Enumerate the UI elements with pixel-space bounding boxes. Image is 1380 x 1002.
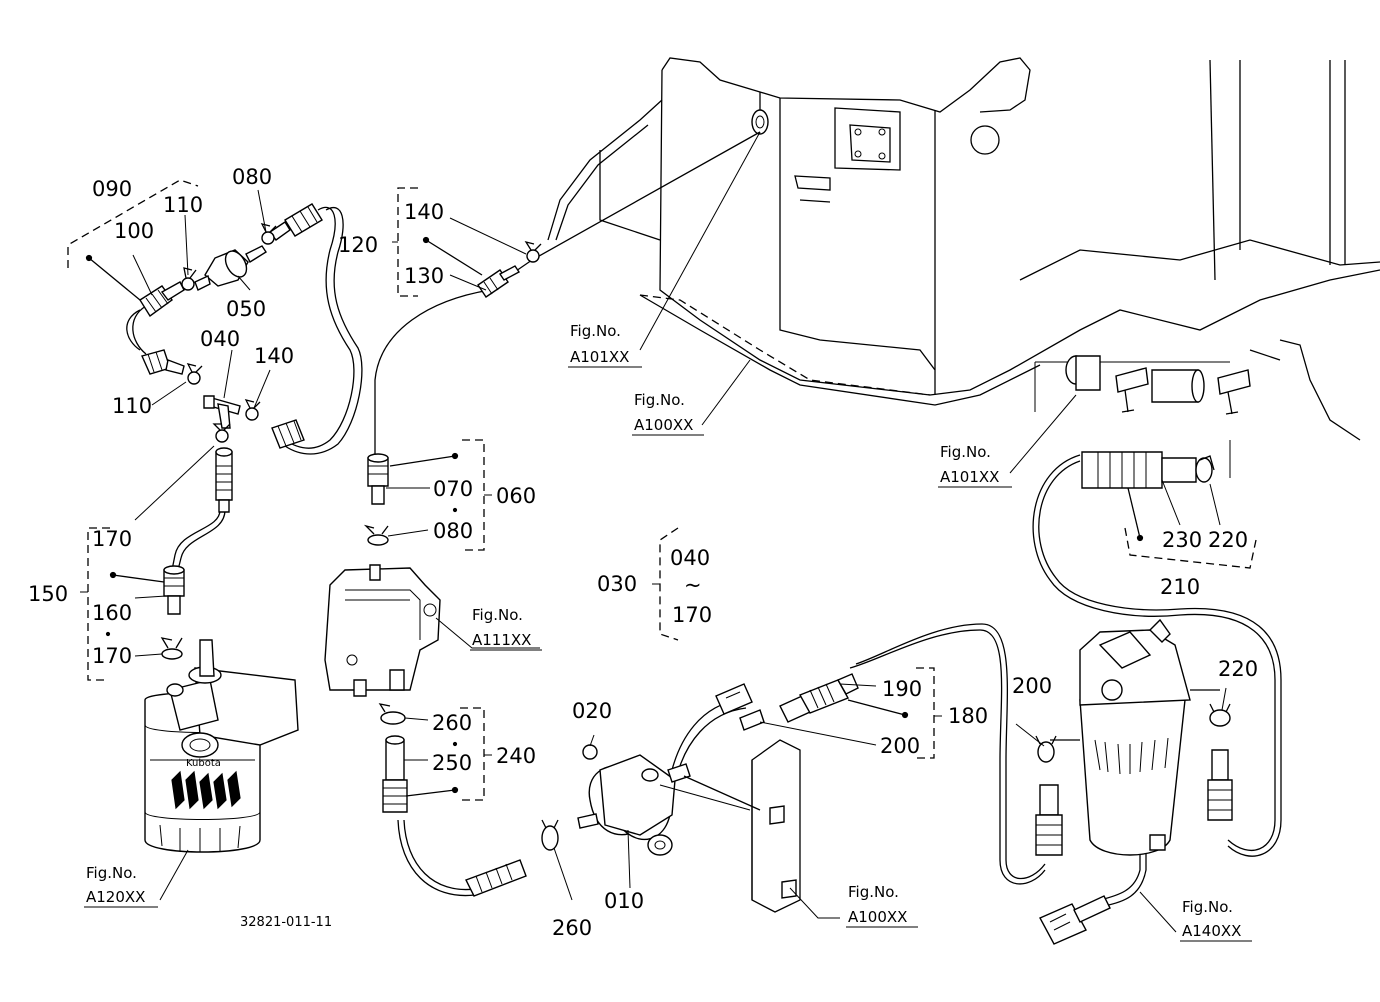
fig-ref-a100-upper: Fig.No. A100XX (632, 391, 704, 436)
callout-060: 060 (496, 484, 536, 508)
hose-clip-260-lower (541, 819, 559, 851)
pump-bracket (751, 739, 801, 913)
callout-labels: 090 100 110 080 050 110 040 140 170 150 … (28, 165, 1258, 940)
fig-ref-number: A120XX (86, 888, 145, 906)
fig-ref-number: A101XX (940, 468, 999, 486)
fig-ref-prefix: Fig.No. (472, 606, 523, 624)
callout-130: 130 (404, 264, 444, 288)
fig-ref-prefix: Fig.No. (634, 391, 685, 409)
callout-200-filter: 200 (1012, 674, 1052, 698)
figure-references: Fig.No. A101XX Fig.No. A100XX Fig.No. A1… (84, 322, 1252, 942)
callout-080-upper: 080 (232, 165, 272, 189)
hose-fitting-130 (477, 240, 542, 298)
callout-260-upper: 260 (432, 711, 472, 735)
callout-220-filter: 220 (1218, 657, 1258, 681)
fig-ref-prefix: Fig.No. (848, 883, 899, 901)
hose-clip-080-upper (260, 223, 277, 245)
hose-190 (779, 673, 859, 723)
upper-left-fittings (139, 203, 323, 660)
hose-clip-110-upper (181, 267, 197, 291)
callout-090: 090 (92, 177, 132, 201)
group-brackets (67, 179, 1257, 801)
callout-250: 250 (432, 751, 472, 775)
fig-ref-a101-upper: Fig.No. A101XX (568, 322, 642, 368)
water-separator-filter: Kubota (144, 639, 299, 853)
hose-200-right (1035, 735, 1063, 856)
fig-ref-prefix: Fig.No. (1182, 898, 1233, 916)
callout-140-right: 140 (404, 200, 444, 224)
filter-brand: Kubota (186, 758, 221, 769)
callout-200-pump: 200 (880, 734, 920, 758)
callout-190: 190 (882, 677, 922, 701)
callout-100: 100 (114, 219, 154, 243)
hose-clip-170-upper (212, 423, 231, 443)
fig-ref-number: A140XX (1182, 922, 1241, 940)
hose-end-140-left (271, 419, 305, 449)
inline-fuel-filter-050 (194, 245, 267, 291)
callout-040: 040 (200, 327, 240, 351)
machine-frame (547, 57, 1380, 441)
leader-lines (85, 131, 1227, 933)
fig-ref-a101-right: Fig.No. A101XX (938, 443, 1012, 488)
callout-240: 240 (496, 744, 536, 768)
fig-ref-number: A100XX (634, 416, 693, 434)
upper-right-fittings (1034, 355, 1251, 489)
fuel-filter-assembly (1050, 618, 1220, 856)
hose-250 (378, 703, 408, 813)
callout-030: 030 (597, 572, 637, 596)
fuel-strainer-body (324, 564, 441, 697)
hose-clip-140-left (244, 399, 261, 421)
fig-ref-a140: Fig.No. A140XX (1180, 898, 1252, 942)
callout-230: 230 (1162, 528, 1202, 552)
hose-fitting-100 (139, 281, 185, 318)
hose-end-080-upper (268, 203, 323, 241)
callout-110-lower: 110 (112, 394, 152, 418)
fig-ref-number: A101XX (570, 348, 629, 366)
fig-ref-number: A100XX (848, 908, 907, 926)
hose-clip-170-lower (160, 637, 183, 660)
connector-harness (715, 683, 765, 731)
callout-120: 120 (338, 233, 378, 257)
callout-260-lower: 260 (552, 916, 592, 940)
fig-ref-prefix: Fig.No. (86, 864, 137, 882)
fig-ref-a120: Fig.No. A120XX (84, 864, 158, 908)
tee-joint-040 (203, 395, 241, 429)
fig-ref-number: A111XX (472, 631, 531, 649)
callout-220-upper: 220 (1208, 528, 1248, 552)
fig-ref-prefix: Fig.No. (570, 322, 621, 340)
fig-ref-a111: Fig.No. A111XX (470, 606, 542, 651)
sensor-connector (1039, 895, 1111, 945)
callout-040-range: 040 (670, 546, 710, 570)
hose-lower-left (465, 859, 527, 897)
hose-170-upper (215, 447, 233, 513)
callout-210: 210 (1160, 575, 1200, 599)
callout-050: 050 (226, 297, 266, 321)
fig-ref-prefix: Fig.No. (940, 443, 991, 461)
callout-170-lower: 170 (92, 644, 132, 668)
diagram-code: 32821-011-11 (240, 915, 332, 930)
callout-170-upper: 170 (92, 527, 132, 551)
callout-170-range: 170 (672, 603, 712, 627)
callout-160: 160 (92, 601, 132, 625)
callout-110-upper: 110 (163, 193, 203, 217)
hose-220-right (1207, 703, 1233, 821)
electric-fuel-pump (577, 744, 761, 856)
hose-fitting-160 (163, 565, 185, 615)
callout-150: 150 (28, 582, 68, 606)
hose-fitting-110-lower (141, 349, 203, 385)
callout-140-left: 140 (254, 344, 294, 368)
hose-fitting-070 (363, 453, 389, 546)
callout-020: 020 (572, 699, 612, 723)
callout-010: 010 (604, 889, 644, 913)
fig-ref-a100-lower: Fig.No. A100XX (846, 883, 918, 928)
callout-070: 070 (433, 477, 473, 501)
callout-range-tilde: ~ (684, 573, 702, 597)
callout-180: 180 (948, 704, 988, 728)
callout-080-lower: 080 (433, 519, 473, 543)
